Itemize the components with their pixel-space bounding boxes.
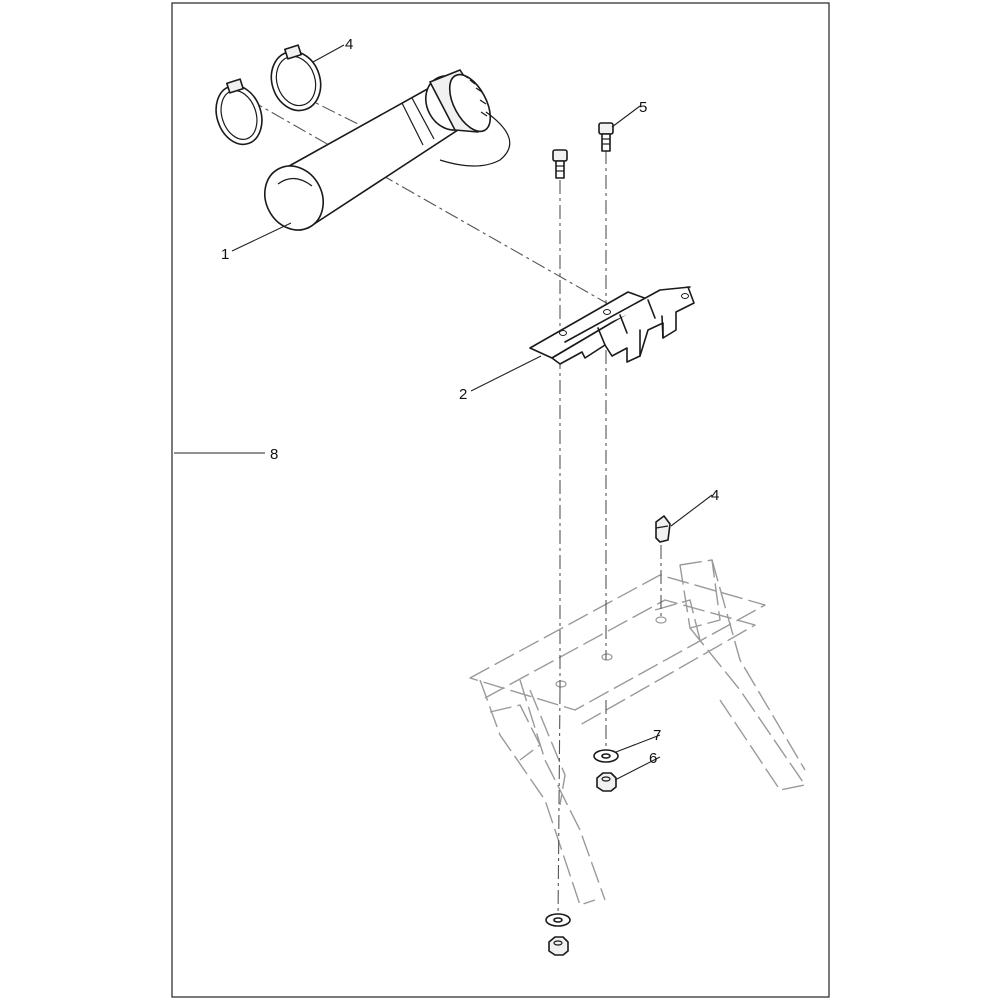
- clip-nut: [655, 515, 671, 543]
- strap-clamp-upper: [270, 44, 322, 112]
- strap-clamp-lower: [215, 78, 263, 146]
- assembly-center-lines: [249, 94, 662, 921]
- callout-8: 8: [270, 446, 278, 463]
- mounting-bracket: [529, 286, 695, 365]
- callout-1: 1: [221, 246, 229, 263]
- bolt-right: [598, 122, 614, 152]
- callout-2: 2: [459, 386, 467, 403]
- callout-4-clamps: 4: [345, 36, 353, 53]
- document-tube: [264, 69, 511, 231]
- flat-washer-lower: [545, 913, 571, 927]
- bolt-left: [552, 149, 568, 179]
- callout-leaders: [174, 44, 713, 781]
- callout-4-clip: 4: [711, 487, 719, 504]
- callout-5: 5: [639, 99, 647, 116]
- callout-7: 7: [653, 727, 661, 744]
- phantom-support-frame: [469, 559, 806, 906]
- hex-nut-upper: [596, 772, 617, 792]
- flat-washer-upper: [593, 749, 619, 763]
- hex-nut-lower: [548, 936, 569, 956]
- assembly-frame: [171, 2, 830, 998]
- callout-6: 6: [649, 750, 657, 767]
